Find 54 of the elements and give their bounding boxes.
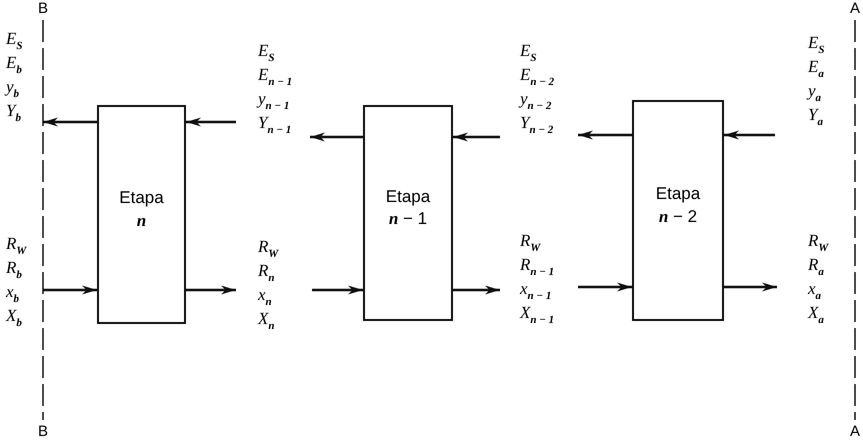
variable-label: E$_{a}$ <box>808 58 824 80</box>
arrow <box>578 282 632 292</box>
variable-label: x$_{n}$ <box>258 286 272 308</box>
variable-label: y$_{n − 2}$ <box>520 90 552 112</box>
variable-label: R$_{n}$ <box>258 262 275 284</box>
variable-label: Y$_{a}$ <box>808 106 823 128</box>
variable-label: E$_{S}$ <box>6 30 23 52</box>
variable-label: R$_{a}$ <box>808 256 824 278</box>
variable-label: Y$_{n − 2}$ <box>520 114 554 136</box>
variable-label: X$_{a}$ <box>808 304 824 326</box>
variable-label: x$_{a}$ <box>808 280 822 302</box>
variable-label: x$_{n − 1}$ <box>520 280 552 302</box>
variable-label: Y$_{n − 1}$ <box>258 114 292 136</box>
stage-box <box>363 105 453 321</box>
variable-label: R$_{W}$ <box>520 232 540 254</box>
variable-label: E$_{n − 2}$ <box>520 66 554 88</box>
arrow <box>43 118 97 126</box>
stage-box <box>97 105 186 324</box>
variable-label: R$_{W}$ <box>808 232 828 254</box>
stage-label: Etapa n <box>118 187 165 232</box>
arrow <box>453 286 500 294</box>
arrow <box>724 282 777 292</box>
arrow <box>43 286 97 294</box>
variable-label: y$_{n − 1}$ <box>258 90 290 112</box>
stage-box <box>632 100 724 321</box>
stage-label: Etapa n − 1 <box>384 186 432 230</box>
variable-label: E$_{n − 1}$ <box>258 66 292 88</box>
variable-label: Y$_{b}$ <box>6 102 21 124</box>
variable-label: E$_{S}$ <box>258 42 275 64</box>
arrow <box>724 130 775 140</box>
stage-label: Etapa n − 2 <box>654 183 702 228</box>
variable-label: X$_{n}$ <box>258 310 275 332</box>
variable-label: R$_{b}$ <box>6 259 22 281</box>
arrow <box>186 286 236 294</box>
variable-label: E$_{S}$ <box>808 34 825 56</box>
arrow <box>578 130 632 140</box>
arrow <box>186 118 236 126</box>
variable-label: E$_{S}$ <box>520 42 537 64</box>
variable-label: X$_{n − 1}$ <box>520 304 554 326</box>
variable-label: R$_{W}$ <box>6 235 26 257</box>
arrow <box>312 286 363 294</box>
variable-label: E$_{b}$ <box>6 54 22 76</box>
section-letter: B <box>37 0 49 17</box>
section-letter: B <box>37 423 49 440</box>
variable-label: R$_{W}$ <box>258 238 278 260</box>
arrow <box>310 132 363 142</box>
variable-label: X$_{b}$ <box>6 307 22 329</box>
variable-label: R$_{n − 1}$ <box>520 256 554 278</box>
variable-label: x$_{b}$ <box>6 283 20 305</box>
section-letter: A <box>849 0 861 17</box>
variable-label: y$_{a}$ <box>808 82 822 104</box>
arrow <box>453 132 500 142</box>
section-letter: A <box>849 423 861 440</box>
variable-label: y$_{b}$ <box>6 78 20 100</box>
